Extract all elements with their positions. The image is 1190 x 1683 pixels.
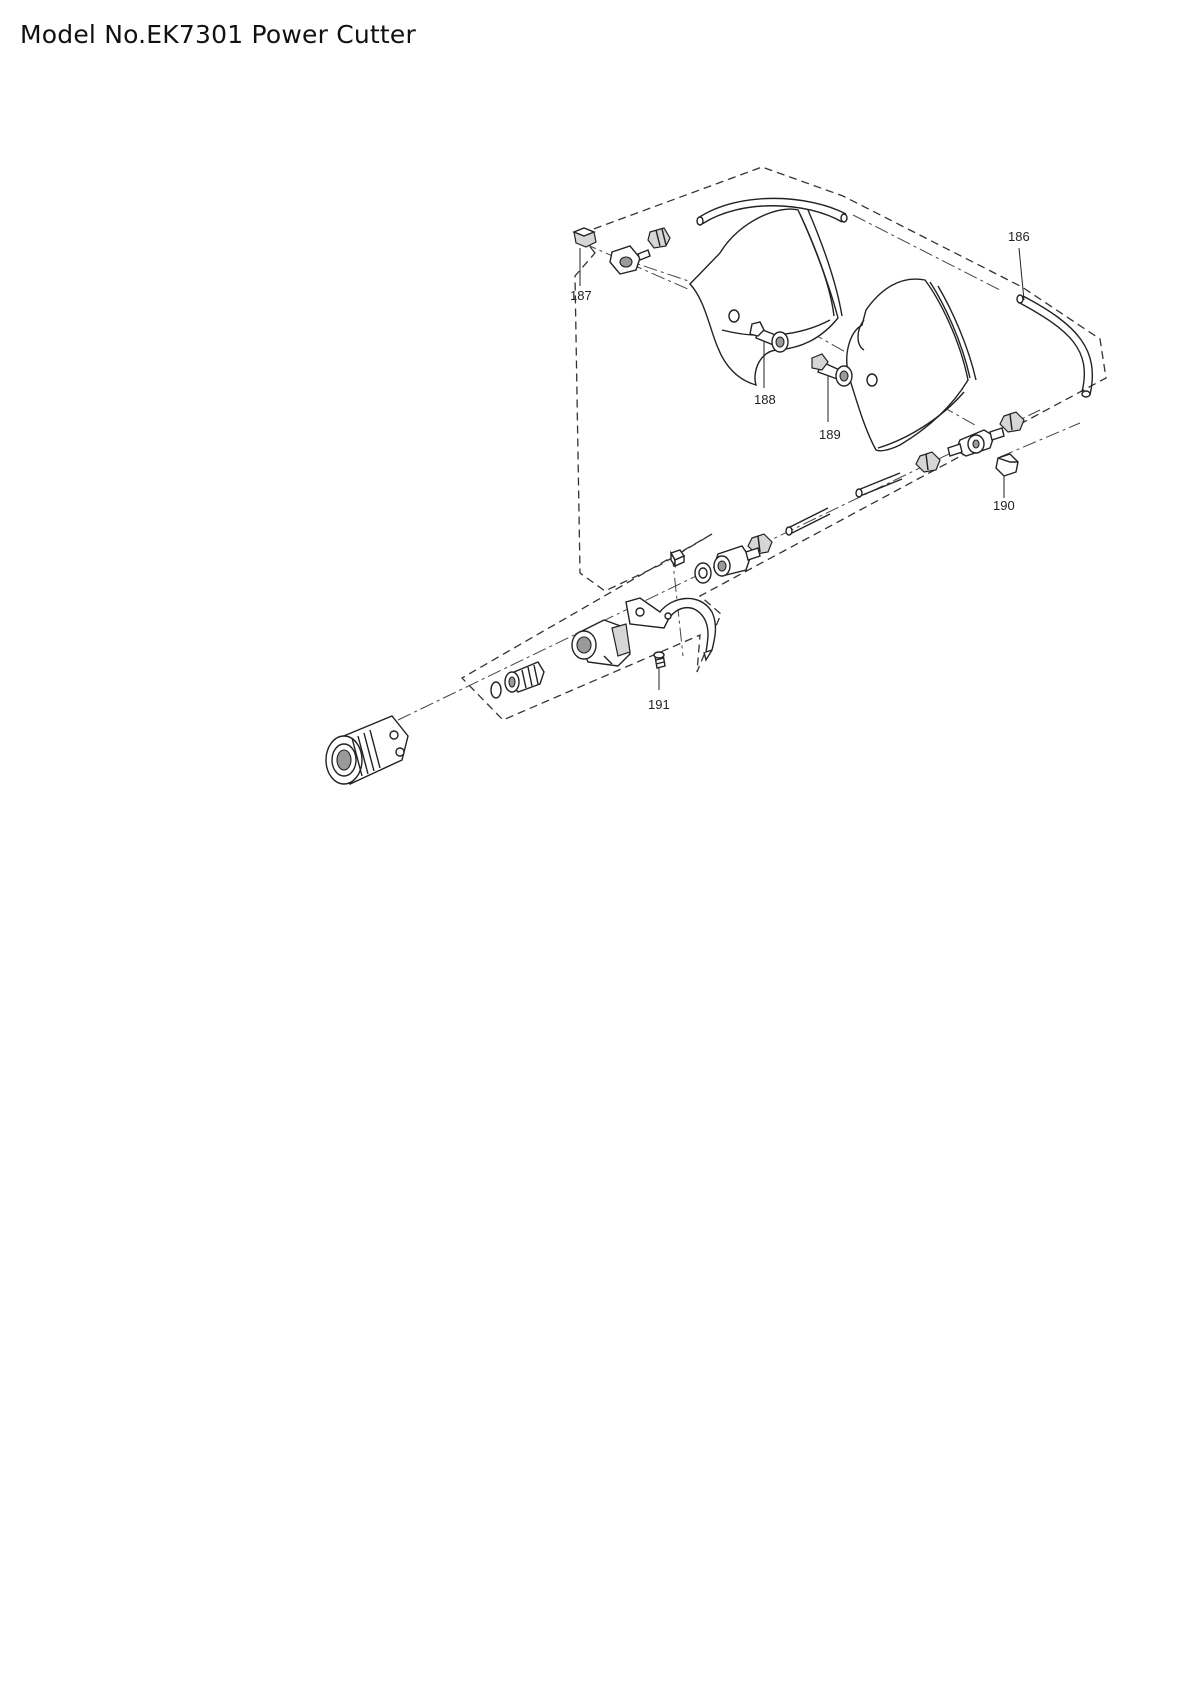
part-187-small-nut [647,227,671,249]
fuel-tube-long [785,507,831,536]
elbow-joint-block [571,619,631,667]
part-label-188: 188 [754,392,776,407]
part-187-nut [572,227,597,248]
fuel-hose-right [1016,294,1094,398]
part-187-elbow-fitting [609,245,651,275]
fuel-tube-short [855,472,903,498]
part-190-lower-nut [915,451,941,473]
small-cube-nut [669,549,686,569]
threaded-nipple [504,661,545,693]
part-190-tee-fitting [947,427,1005,457]
leader-lines [579,247,1025,690]
inline-fitting-body [713,545,761,577]
part-189-banjo-bolt [811,353,853,387]
part-190-upper-nut [999,411,1025,433]
part-label-190: 190 [993,498,1015,513]
washer [694,562,712,584]
part-label-187: 187 [570,288,592,303]
assembly-boundary-outline [460,166,1107,721]
left-cover-plate [689,208,843,387]
page-title: Model No.EK7301 Power Cutter [20,20,416,49]
quick-coupler [325,715,409,785]
part-label-186: 186 [1008,229,1030,244]
part-label-191: 191 [648,697,670,712]
fuel-hose-upper [696,197,848,226]
part-191-screw [653,651,666,669]
o-ring [490,681,502,699]
part-188-banjo-bolt [749,321,789,353]
right-cover-plate [846,278,977,452]
hose-clamp-bracket [625,597,717,662]
part-190-cap [995,453,1019,477]
part-label-189: 189 [819,427,841,442]
